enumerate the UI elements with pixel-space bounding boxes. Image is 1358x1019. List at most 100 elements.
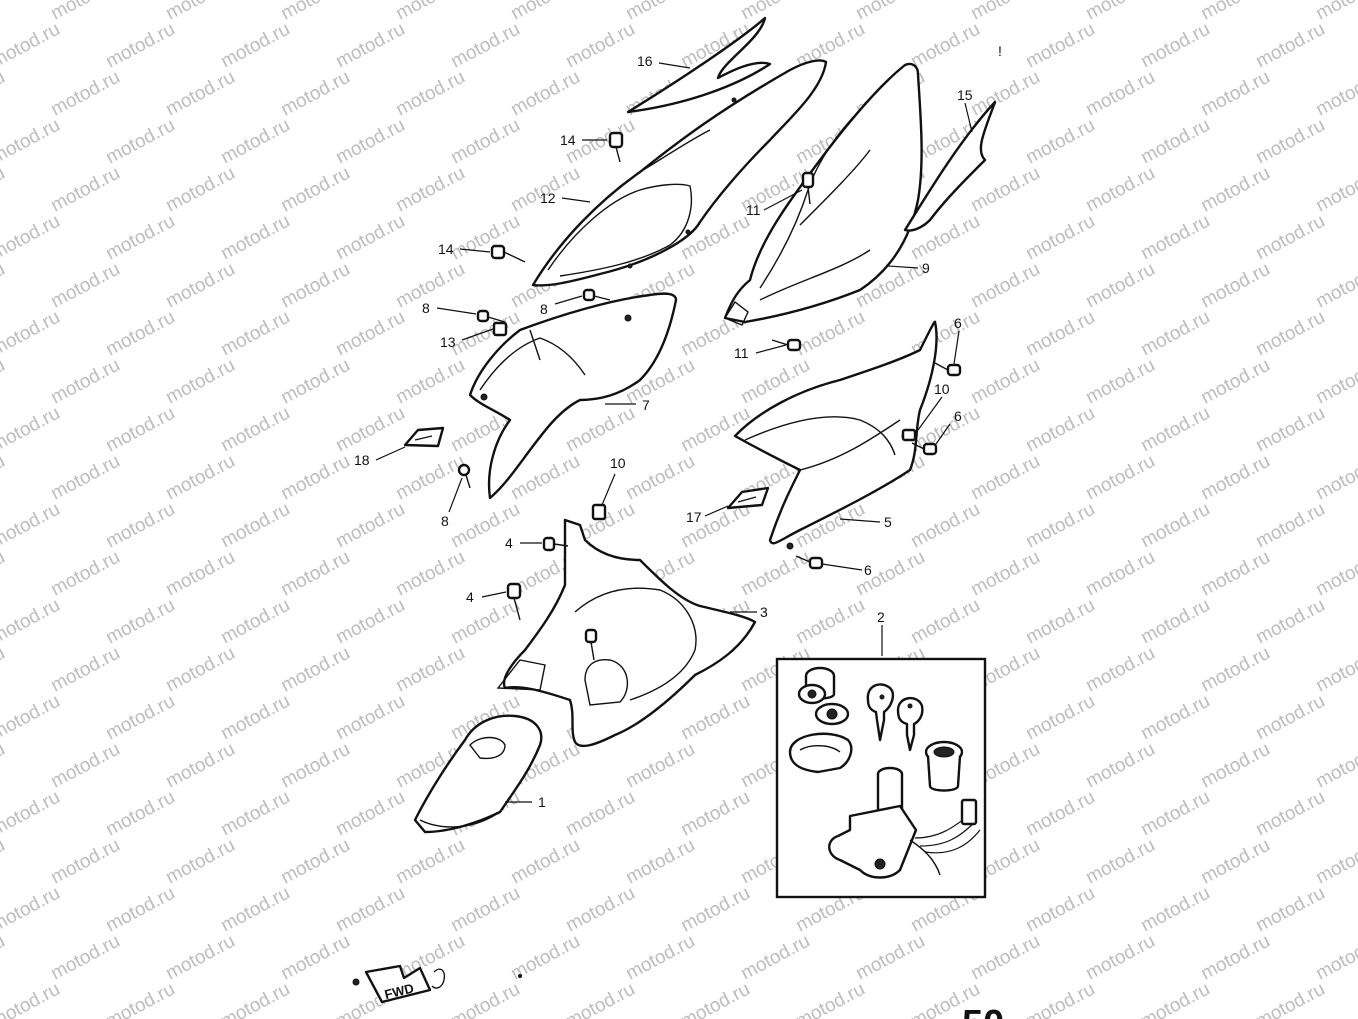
watermark-text: motod.ru xyxy=(332,883,408,937)
watermark-text: motod.ru xyxy=(1312,643,1358,697)
callout-2: 2 xyxy=(877,609,885,625)
watermark-text: motod.ru xyxy=(0,787,64,841)
callout-6-middle: 6 xyxy=(954,408,962,424)
watermark-text: motod.ru xyxy=(1252,499,1328,553)
part-17-emblem xyxy=(726,486,770,510)
watermark-text: motod.ru xyxy=(162,259,238,313)
watermark-text: motod.ru xyxy=(0,499,64,553)
screw-14-lower xyxy=(490,244,526,263)
nut-13 xyxy=(492,321,508,337)
callout-18: 18 xyxy=(354,452,370,468)
watermark-text: motod.ru xyxy=(0,739,9,793)
part-3-front-cowl xyxy=(496,518,757,748)
watermark-text: motod.ru xyxy=(0,595,64,649)
callout-12: 12 xyxy=(540,190,556,206)
watermark-text: motod.ru xyxy=(332,691,408,745)
watermark-text: motod.ru xyxy=(622,931,698,985)
callouts: 16 14 12 14 8 13 8 7 18 8 1 4 4 10 3 11 … xyxy=(354,43,1002,810)
watermark-text: motod.ru xyxy=(332,115,408,169)
watermark-text: motod.ru xyxy=(162,67,238,121)
watermark-text: motod.ru xyxy=(967,163,1043,217)
watermark-text: motod.ru xyxy=(507,0,583,24)
watermark-text: motod.ru xyxy=(1312,451,1358,505)
watermark-text: motod.ru xyxy=(447,115,523,169)
watermark-text: motod.ru xyxy=(162,547,238,601)
watermark-text: motod.ru xyxy=(47,259,123,313)
watermark-text: motod.ru xyxy=(217,115,293,169)
watermark-text: motod.ru xyxy=(1022,19,1098,73)
watermark-text: motod.ru xyxy=(1137,211,1213,265)
watermark-text: motod.ru xyxy=(332,595,408,649)
part-18-emblem xyxy=(403,426,445,448)
watermark-text: motod.ru xyxy=(1082,739,1158,793)
callout-6-bottom: 6 xyxy=(864,562,872,578)
watermark-text: motod.ru xyxy=(967,547,1043,601)
watermark-text: motod.ru xyxy=(47,0,123,24)
watermark-text: motod.ru xyxy=(1082,259,1158,313)
watermark-text: motod.ru xyxy=(217,403,293,457)
watermark-text: motod.ru xyxy=(447,979,523,1019)
screw-4-lower xyxy=(506,582,522,621)
watermark-text: motod.ru xyxy=(0,835,9,889)
watermark-text: motod.ru xyxy=(1312,739,1358,793)
clip-10-right xyxy=(901,428,917,442)
watermark-text: motod.ru xyxy=(792,979,868,1019)
callout-10-left: 10 xyxy=(610,455,626,471)
watermark-text: motod.ru xyxy=(0,355,9,409)
watermark-text: motod.ru xyxy=(0,307,64,361)
watermark-text: motod.ru xyxy=(1252,211,1328,265)
watermark-text: motod.ru xyxy=(1137,787,1213,841)
screw-6-bottom xyxy=(795,555,824,570)
watermark-text: motod.ru xyxy=(792,595,868,649)
watermark-text: motod.ru xyxy=(1082,67,1158,121)
watermark-text: motod.ru xyxy=(392,547,468,601)
watermark-text: motod.ru xyxy=(967,0,1043,24)
watermark-text: motod.ru xyxy=(102,19,178,73)
watermark-text: motod.ru xyxy=(277,547,353,601)
watermark-text: motod.ru xyxy=(217,691,293,745)
callout-15: 15 xyxy=(957,87,973,103)
screw-4-upper xyxy=(542,536,569,552)
watermark-text: motod.ru xyxy=(47,643,123,697)
watermark-text: motod.ru xyxy=(392,355,468,409)
watermark-text: motod.ru xyxy=(1197,643,1273,697)
watermark-text: motod.ru xyxy=(737,547,813,601)
callout-8-upper: 8 xyxy=(540,301,548,317)
callout-13: 13 xyxy=(440,334,456,350)
callout-11-lower: 11 xyxy=(734,345,749,361)
watermark-text: motod.ru xyxy=(622,451,698,505)
watermark-text: motod.ru xyxy=(622,739,698,793)
watermark-text: motod.ru xyxy=(102,979,178,1019)
watermark-text: motod.ru xyxy=(277,67,353,121)
watermark-text: motod.ru xyxy=(162,451,238,505)
watermark-text: motod.ru xyxy=(1312,931,1358,985)
callout-1: 1 xyxy=(538,794,546,810)
watermark-text: motod.ru xyxy=(1022,883,1098,937)
callout-5: 5 xyxy=(884,514,892,530)
watermark-text: motod.ru xyxy=(162,355,238,409)
watermark-text: motod.ru xyxy=(1082,643,1158,697)
watermark-text: motod.ru xyxy=(967,355,1043,409)
watermark-text: motod.ru xyxy=(392,835,468,889)
watermark-text: motod.ru xyxy=(562,787,638,841)
watermark-text: motod.ru xyxy=(907,499,983,553)
fuel-cap-lock xyxy=(788,702,853,774)
watermark-text: motod.ru xyxy=(102,595,178,649)
watermark-text: motod.ru xyxy=(1252,19,1328,73)
part-12-side-cover xyxy=(531,59,828,287)
screw-8-lower xyxy=(457,463,471,489)
watermark-text: motod.ru xyxy=(0,547,9,601)
callout-8-upper-left: 8 xyxy=(422,300,430,316)
watermark-text: motod.ru xyxy=(332,211,408,265)
watermark-text: motod.ru xyxy=(392,163,468,217)
screw-center xyxy=(584,628,598,661)
watermark-text: motod.ru xyxy=(162,835,238,889)
watermark-text: motod.ru xyxy=(1137,307,1213,361)
watermark-text: motod.ru xyxy=(277,355,353,409)
watermark-text: motod.ru xyxy=(1137,403,1213,457)
watermark-text: motod.ru xyxy=(1082,451,1158,505)
watermark-text: motod.ru xyxy=(217,595,293,649)
watermark-text: motod.ru xyxy=(1252,979,1328,1019)
watermark-text: motod.ru xyxy=(562,19,638,73)
screw-11-lower xyxy=(771,338,802,352)
